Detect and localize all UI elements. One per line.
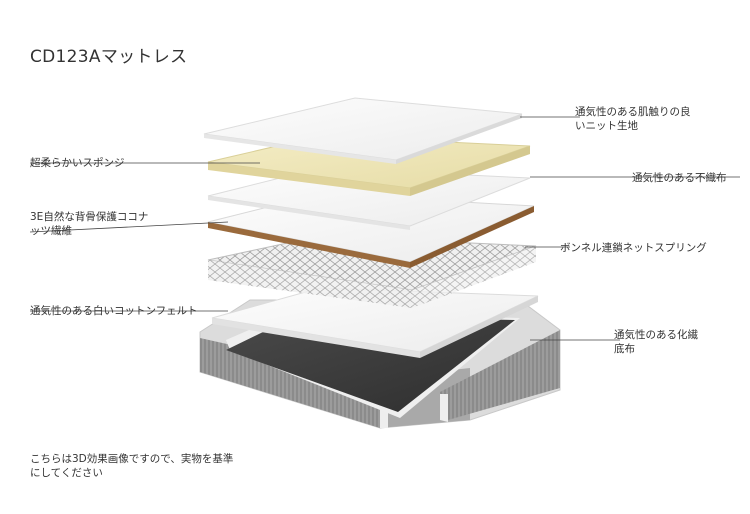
label-coconut: 3E自然な背骨保護ココナ ッツ繊維	[30, 211, 149, 237]
label-nonwoven: 通気性のある不織布	[632, 172, 727, 184]
label-felt: 通気性のある白いコットンフェルト	[30, 305, 198, 317]
spring-layer	[207, 235, 537, 308]
label-sponge: 超柔らかいスポンジ	[30, 157, 125, 169]
leader-lines	[29, 116, 740, 341]
knit-layer	[203, 97, 523, 164]
label-bottom: 通気性のある化繊 底布	[614, 329, 698, 355]
page-title: CD123Aマットレス	[30, 47, 188, 67]
disclaimer-note: こちらは3D効果画像ですので、実物を基準 にしてください	[30, 453, 234, 479]
felt-layer	[211, 287, 539, 358]
leader-coconut	[29, 221, 229, 233]
label-bonnell: ボンネル連鎖ネットスプリング	[560, 242, 707, 254]
label-knit: 通気性のある肌触りの良 いニット生地	[575, 106, 691, 132]
